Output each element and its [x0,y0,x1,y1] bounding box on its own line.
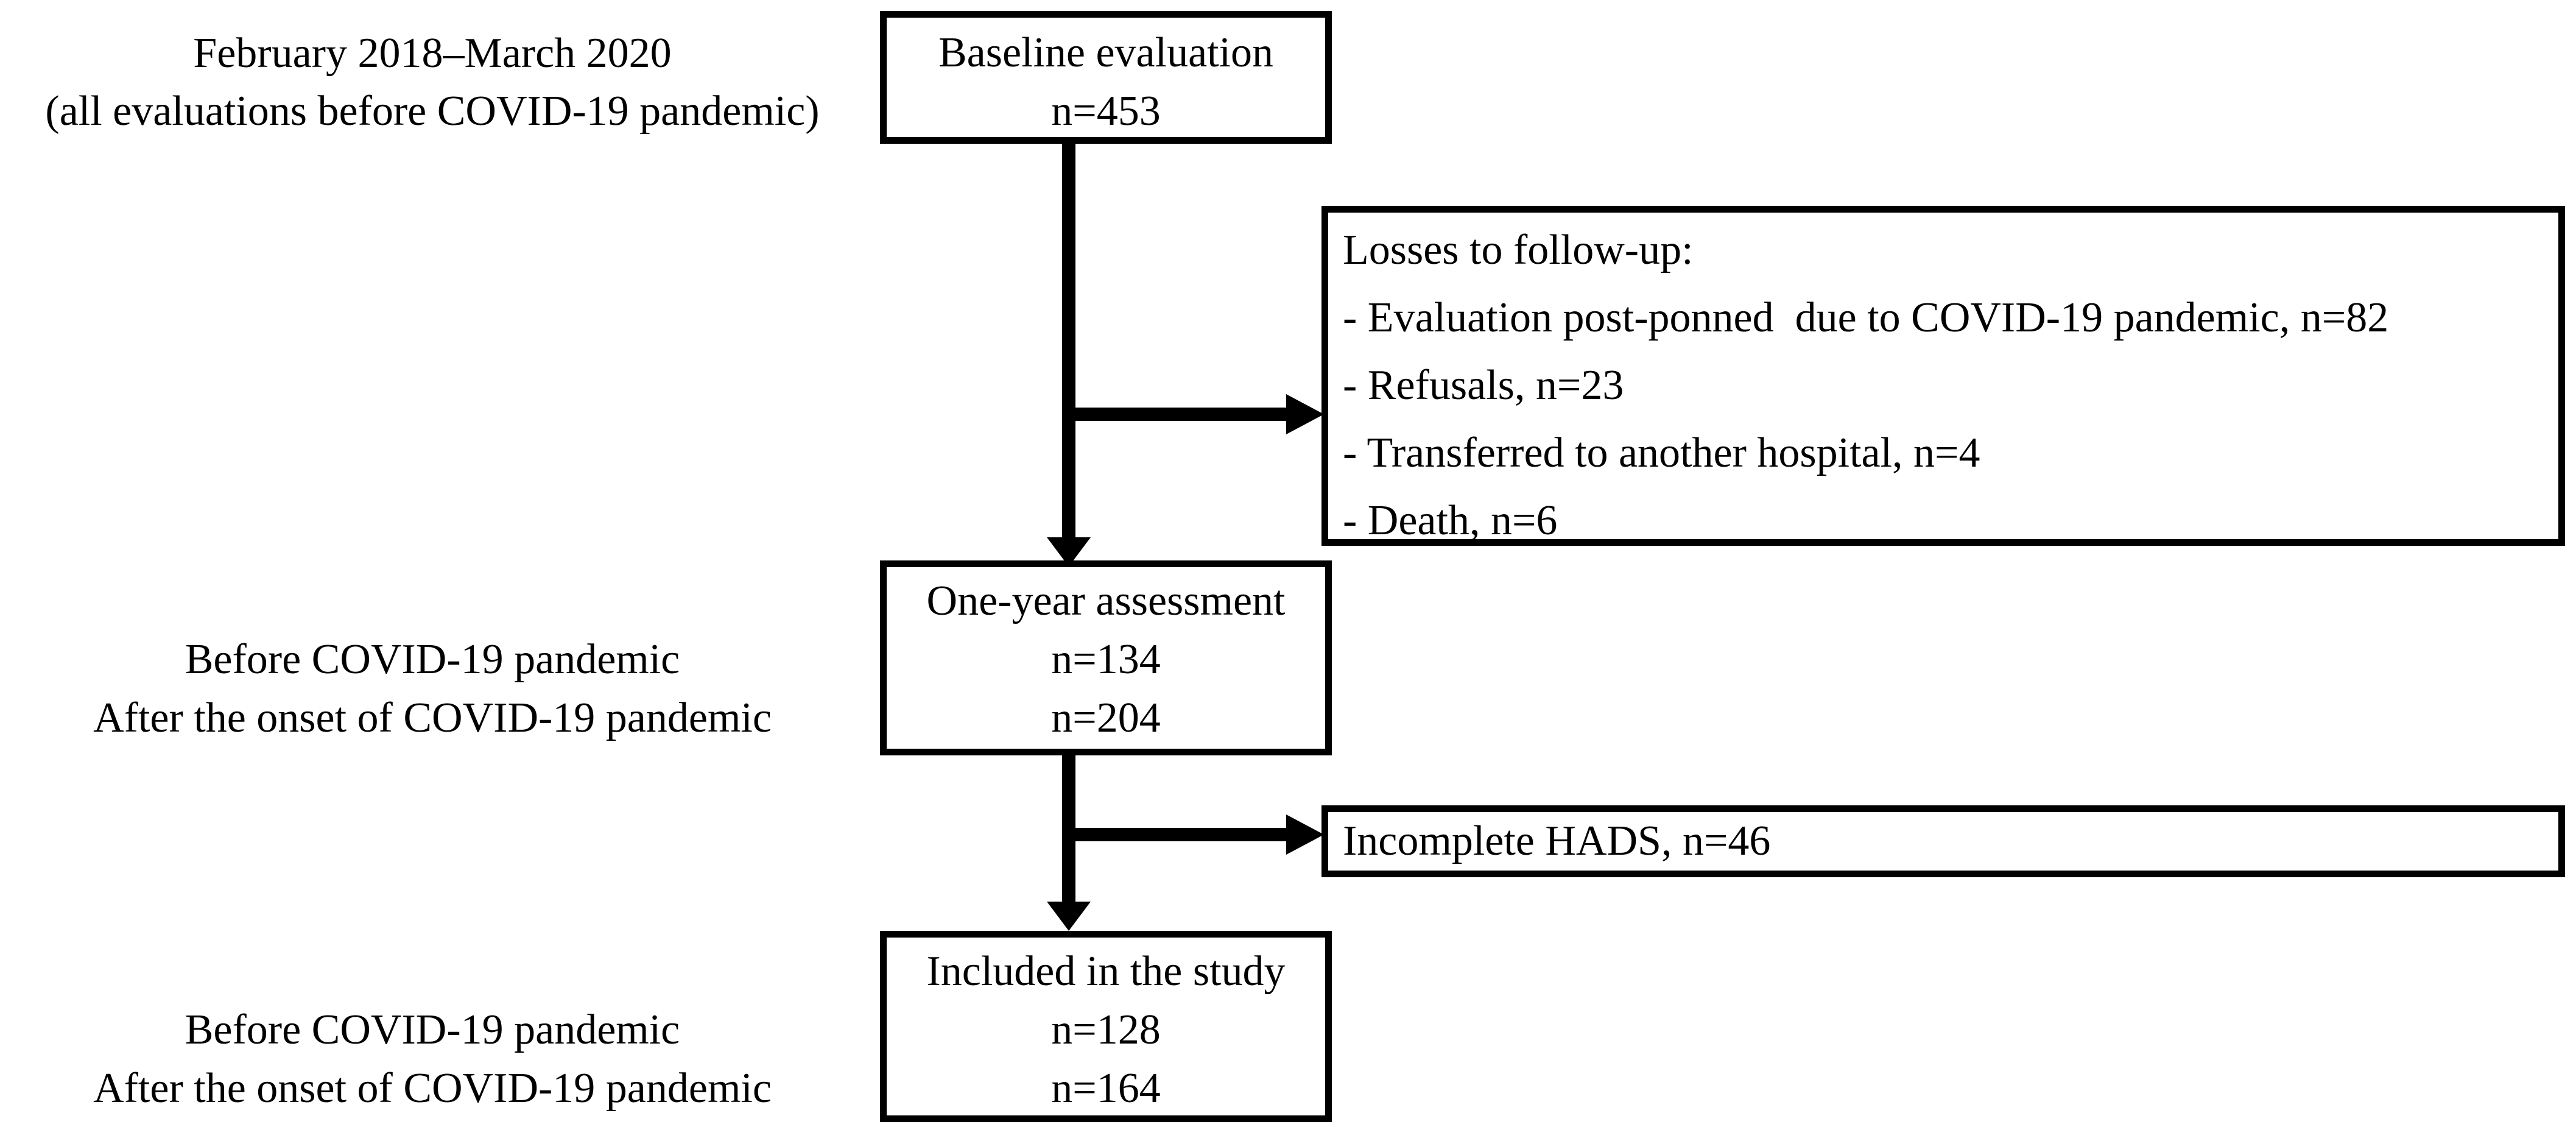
baseline-evaluation-box: Baseline evaluation n=453 [880,11,1332,144]
oneyear-assessment-title: One-year assessment [926,578,1286,624]
arrowhead-down-icon [1047,902,1091,931]
arrowhead-right-icon [1286,814,1324,855]
incomplete-hads-box: Incomplete HADS, n=46 [1321,805,2565,877]
baseline-evaluation-n: n=453 [1051,88,1161,135]
included-after-label: After the onset of COVID-19 pandemic [93,1065,772,1112]
baseline-period-label: February 2018–March 2020 (all evaluation… [0,24,865,140]
losses-item-refusals: - Refusals, n=23 [1343,362,1624,409]
included-in-study-box: Included in the study n=128 n=164 [880,931,1332,1122]
baseline-period-line2: (all evaluations before COVID-19 pandemi… [45,88,820,135]
incomplete-hads-text: Incomplete HADS, n=46 [1343,818,1771,864]
included-before-label: Before COVID-19 pandemic [185,1006,680,1053]
oneyear-before-label: Before COVID-19 pandemic [185,636,680,683]
included-title: Included in the study [926,948,1286,995]
branch-to-losses-line [1062,408,1287,421]
included-n-after: n=164 [1051,1065,1161,1112]
connector-baseline-to-oneyear-line [1062,144,1075,540]
oneyear-assessment-box: One-year assessment n=134 n=204 [880,560,1332,755]
baseline-evaluation-title: Baseline evaluation [938,29,1274,76]
included-groups-label: Before COVID-19 pandemic After the onset… [0,1001,865,1118]
arrowhead-right-icon [1286,394,1324,434]
oneyear-n-after: n=204 [1051,694,1161,741]
baseline-period-line1: February 2018–March 2020 [193,30,672,77]
oneyear-groups-label: Before COVID-19 pandemic After the onset… [0,631,865,747]
oneyear-n-before: n=134 [1051,636,1161,683]
branch-to-incomplete-hads-line [1062,828,1287,841]
losses-to-followup-box: Losses to follow-up: - Evaluation post-p… [1321,206,2565,546]
included-n-before: n=128 [1051,1006,1161,1053]
losses-item-transferred: - Transferred to another hospital, n=4 [1343,429,1980,476]
losses-item-death: - Death, n=6 [1343,497,1558,544]
losses-title: Losses to follow-up: [1343,227,1694,274]
losses-item-postponed: - Evaluation post-ponned due to COVID-19… [1343,294,2389,341]
oneyear-after-label: After the onset of COVID-19 pandemic [93,694,772,741]
